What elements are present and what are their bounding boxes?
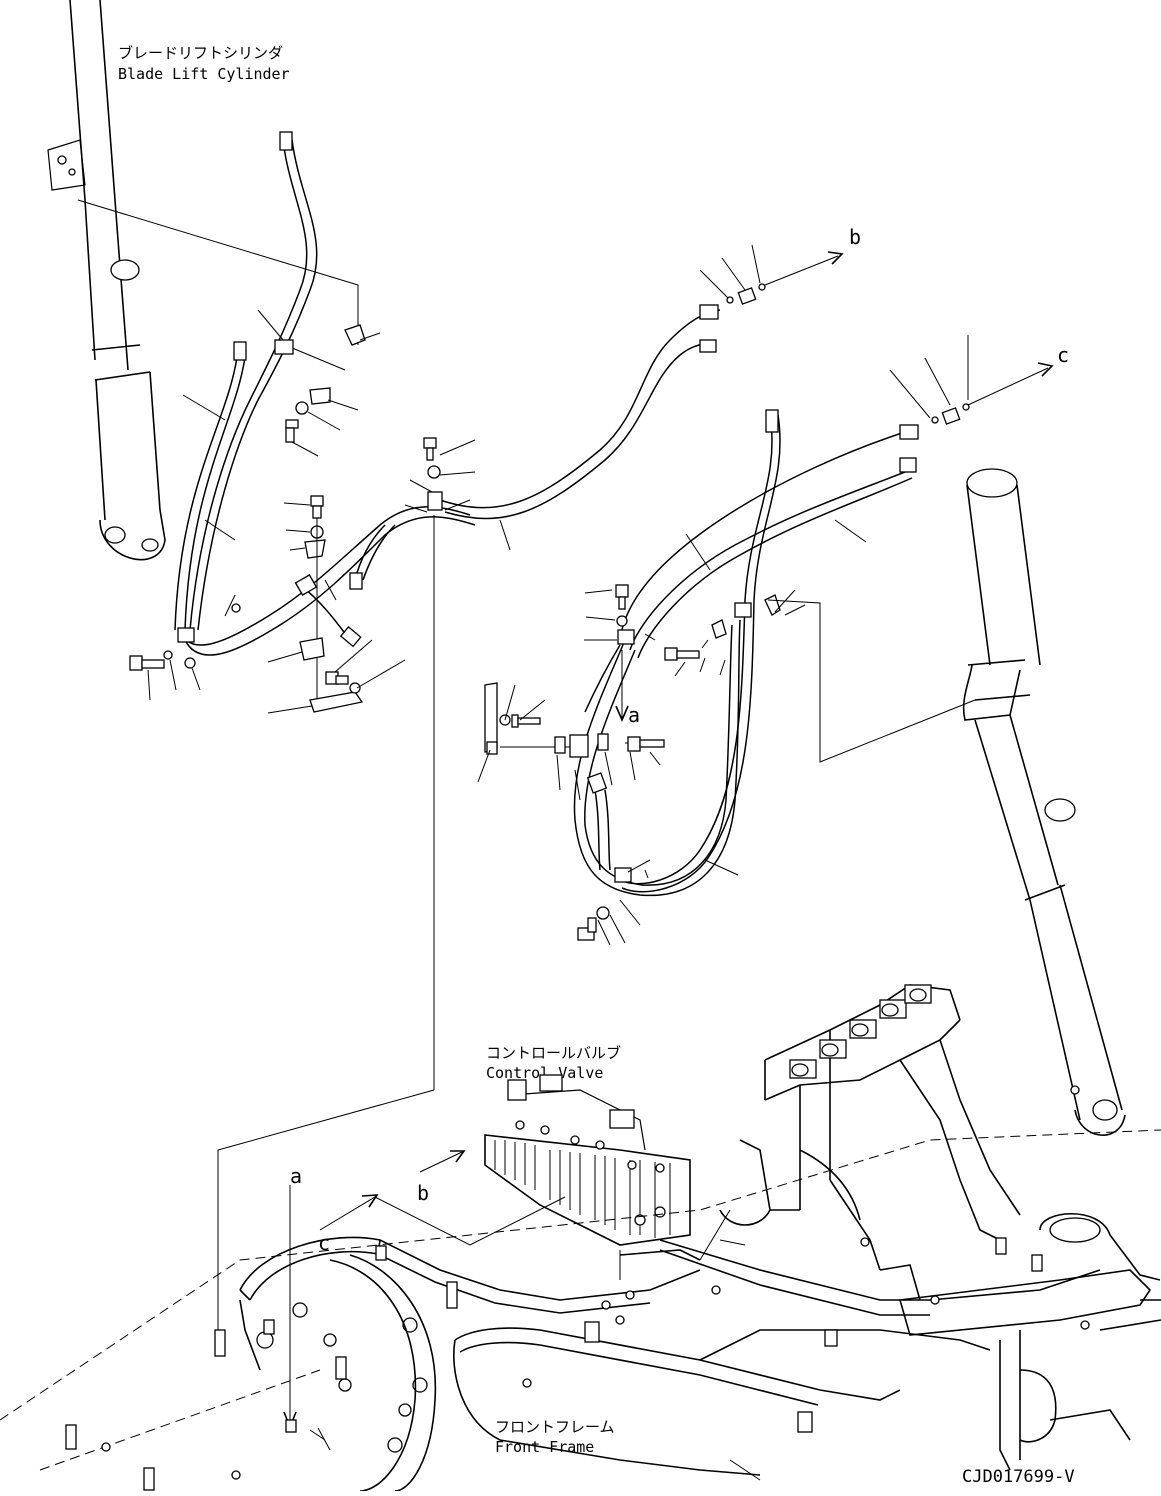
c-top-fittings <box>889 335 1054 425</box>
left-blade-lift-cylinder <box>47 0 166 561</box>
front-frame-jp-label: フロントフレーム <box>495 1418 615 1436</box>
control-valve <box>484 1074 691 1246</box>
front-frame <box>0 984 1161 1492</box>
front-frame-en-label: Front Frame <box>495 1438 594 1456</box>
right-part-callouts <box>477 519 976 946</box>
connection-ref-b-bottom: b <box>417 1181 429 1205</box>
b-top-fittings <box>699 244 844 305</box>
right-blade-lift-cylinder <box>962 468 1126 1136</box>
control-valve-jp-label: コントロールバルブ <box>486 1044 621 1062</box>
left-hose-assembly <box>174 131 721 656</box>
control-valve-en-label: Control Valve <box>486 1064 603 1082</box>
connection-ref-b-top: b <box>849 225 861 249</box>
b-bottom-arrow <box>419 1150 466 1173</box>
connection-ref-c-top: c <box>1057 343 1069 367</box>
a-top-arrow <box>615 650 629 723</box>
connection-ref-a-bottom: a <box>290 1164 302 1188</box>
blade-lift-cylinder-en-label: Blade Lift Cylinder <box>118 65 290 83</box>
left-part-callouts <box>129 309 511 1090</box>
connection-ref-a-top: a <box>628 703 640 727</box>
drawing-id: CJD017699-V <box>962 1467 1075 1487</box>
blade-lift-cylinder-jp-label: ブレードリフトシリンダ <box>118 44 283 62</box>
right-hose-assembly <box>569 409 919 897</box>
c-bottom-arrow <box>319 1194 566 1246</box>
connection-ref-c-bottom: c <box>318 1231 330 1255</box>
